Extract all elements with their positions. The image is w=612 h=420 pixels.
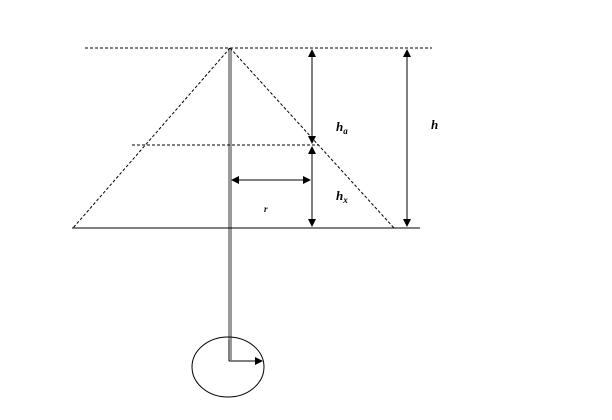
plan-circle (191, 336, 265, 398)
cone-left-side (72, 47, 231, 229)
h-total-label: h (431, 117, 438, 132)
h-lower-label: hx (336, 188, 348, 205)
h-upper-label: ha (336, 119, 348, 136)
radius-label: r (264, 204, 268, 214)
